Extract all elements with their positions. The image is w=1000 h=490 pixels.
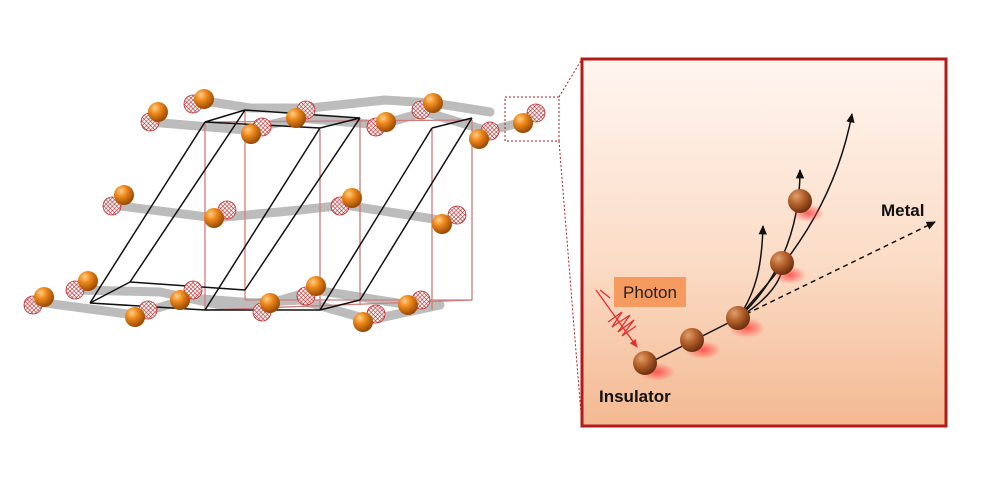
mesh-atom	[183, 280, 203, 300]
orange-atom	[342, 188, 362, 208]
dashed-arrow-icon	[737, 221, 936, 319]
orange-atom	[286, 108, 306, 128]
orange-atom	[423, 93, 443, 113]
photon-label: Photon	[623, 283, 677, 302]
inset-atoms	[633, 189, 812, 375]
mesh-atom	[447, 205, 467, 225]
mesh-atom	[526, 103, 546, 123]
inset-atom	[633, 351, 657, 375]
curved-arrow-icon	[737, 112, 855, 319]
zoom-source-box	[504, 96, 560, 142]
orange-atom	[114, 185, 134, 205]
orange-atom	[260, 293, 280, 313]
orange-atom	[34, 287, 54, 307]
orange-atom	[306, 276, 326, 296]
orange-atom	[148, 102, 168, 122]
orange-atom	[125, 307, 145, 327]
orange-atom	[376, 112, 396, 132]
metal-label: Metal	[881, 201, 924, 220]
zoom-callout	[504, 58, 583, 427]
inset-atom	[788, 189, 812, 213]
orange-atom	[398, 295, 418, 315]
orange-atom	[194, 89, 214, 109]
inset-atom	[770, 251, 794, 275]
photon-wave-icon	[595, 289, 638, 348]
orange-atom	[353, 312, 373, 332]
photon-label-box	[614, 277, 686, 307]
orange-atom	[241, 124, 261, 144]
inset-atom	[680, 328, 704, 352]
orange-atom	[78, 271, 98, 291]
inset-atom	[726, 306, 750, 330]
orange-atom	[204, 208, 224, 228]
insulator-label: Insulator	[599, 387, 671, 406]
orange-atom	[170, 290, 190, 310]
orange-atom	[469, 129, 489, 149]
mesh-atoms	[23, 94, 546, 324]
crystal-lattice	[23, 89, 546, 332]
orange-atom	[432, 214, 452, 234]
inset-panel: Photon Metal Insulator	[580, 57, 948, 428]
orange-atoms	[34, 89, 533, 332]
orange-atom	[513, 113, 533, 133]
zoom-line-bottom	[558, 140, 583, 427]
zoom-line-top	[558, 58, 583, 98]
